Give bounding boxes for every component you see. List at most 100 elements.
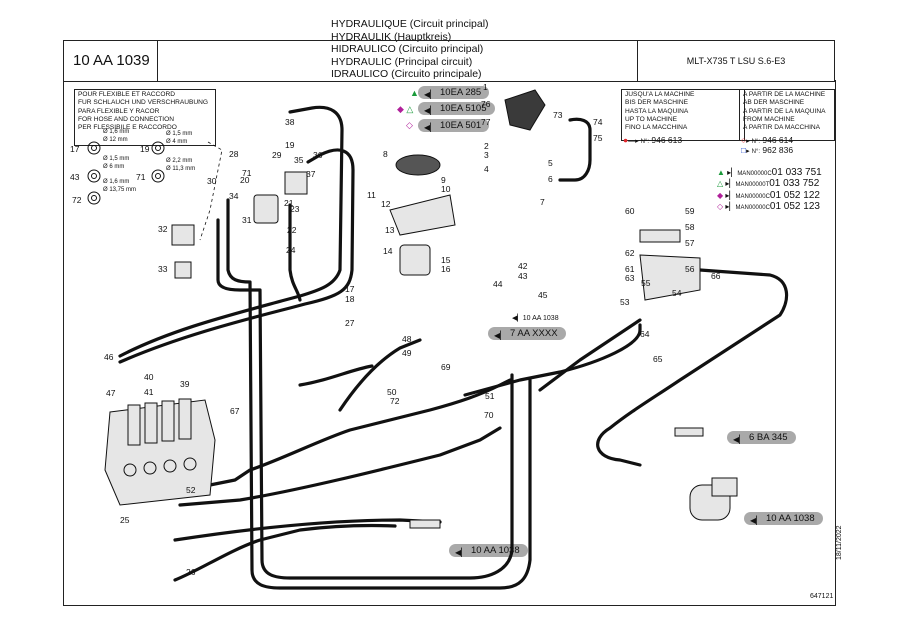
part-number: 14 — [383, 246, 393, 256]
part-number: 30 — [207, 176, 217, 186]
control-valve-block — [104, 399, 216, 506]
ref-pill-10aa1038-bottom[interactable]: ◀▏10 AA 1038 — [449, 544, 528, 557]
magenta-diamond-outline-icon: ◇ — [406, 120, 413, 130]
hose-line — [178, 426, 502, 507]
ref-small-label: 10 AA 1038 — [522, 315, 559, 322]
valve-section — [144, 402, 158, 444]
hose-note-line: FOR HOSE AND CONNECTION — [78, 115, 174, 123]
accumulator-top — [711, 477, 738, 497]
part-number: 67 — [230, 406, 240, 416]
part-callouts: 1 2 3 4 5 6 7 8 9 10 11 12 13 14 15 16 1… — [104, 82, 721, 577]
drawing-reference: 10 AA 1039 — [63, 40, 158, 82]
until-note-line: BIS DER MASCHINE — [625, 99, 689, 107]
hose-line — [118, 105, 344, 358]
hose-line — [538, 318, 642, 392]
green-triangle-icon: ▲ — [717, 168, 725, 177]
serial-value: 946 614 — [762, 135, 794, 145]
title-fr: HYDRAULIQUE (Circuit principal) — [331, 18, 489, 30]
part-number: 29 — [272, 150, 282, 160]
dashed-leader — [199, 141, 223, 241]
ref-pill-7aaxxxx[interactable]: ◀▏7 AA XXXX — [488, 327, 566, 340]
part-number: 18 — [345, 294, 355, 304]
part-number: 65 — [653, 354, 663, 364]
part-number: 55 — [641, 278, 651, 288]
part-number: 71 — [242, 168, 252, 178]
manual-number: 01 052 123 — [769, 201, 820, 212]
part-number: 23 — [290, 204, 300, 214]
relay-block — [284, 171, 308, 195]
part-number: 63 — [625, 273, 635, 283]
arrow-icon: ◀▏ — [733, 435, 746, 444]
part-number: 73 — [553, 110, 563, 120]
valve-section — [161, 400, 175, 442]
spec-value: Ø 1,6 mm — [103, 129, 129, 135]
ref-pill-10ea501[interactable]: ◀▏10EA 501 — [418, 119, 490, 132]
part-number: 74 — [593, 117, 603, 127]
part-number: 46 — [104, 352, 114, 362]
hose-note-line: PER FLESSIBILE E RACCORDO — [78, 124, 177, 132]
manual-ref: ◆ ▸▏MAN00000C01 052 122 — [717, 190, 820, 201]
part-number: 11 — [367, 190, 376, 200]
part-number: 25 — [120, 515, 130, 525]
ref-pill-label: 10EA 5105 — [440, 103, 487, 114]
from-note-line: A PARTIR DA MACCHINA — [743, 124, 821, 132]
title-es: HIDRAULICO (Circuito principal) — [331, 43, 484, 56]
magenta-diamond-icon: ◆ — [717, 191, 724, 200]
hose-line — [596, 268, 789, 467]
part-number: 16 — [441, 264, 451, 274]
part-number: 42 — [518, 261, 528, 271]
part-number: 26 — [186, 567, 196, 577]
serial-value: 962 836 — [762, 145, 794, 155]
serial-value: 946 613 — [651, 135, 683, 145]
hose-line — [558, 117, 592, 182]
part-number: 8 — [383, 149, 388, 159]
until-note-line: UP TO MACHINE — [625, 115, 678, 123]
valve-section — [178, 398, 192, 440]
part-number: 19 — [285, 140, 295, 150]
arrow-icon: ◀▏ — [424, 106, 437, 115]
arrow-icon: ◀▏ — [750, 516, 763, 525]
hose-fitting-67 — [409, 519, 441, 529]
part-number: 48 — [402, 334, 412, 344]
arrow-icon: ◀▏ — [455, 548, 468, 557]
hose-line — [226, 198, 532, 590]
valve-port — [183, 457, 197, 471]
part-number: 34 — [229, 191, 239, 201]
hose-note: POUR FLEXIBLE ET RACCORD FUR SCHLAUCH UN… — [74, 89, 216, 146]
from-note-line: A PARTIR DE LA MAQUINA — [743, 107, 826, 115]
manual-ref: △ ▸▏MAN00000T01 033 752 — [717, 178, 820, 189]
serial-prefix: N°: — [751, 139, 761, 145]
hose-line — [338, 338, 422, 412]
ref-pill-10ea5105[interactable]: ◀▏10EA 5105 — [418, 102, 495, 115]
solenoid-valve — [399, 244, 431, 276]
part-number: 51 — [485, 391, 495, 401]
manual-number: 01 052 122 — [769, 190, 820, 201]
arrow-icon: ◀▏ — [424, 90, 437, 99]
part-number: 10 — [441, 184, 451, 194]
bracket-57 — [639, 229, 681, 243]
manual-number: 01 033 752 — [769, 178, 820, 189]
part-number: 70 — [484, 410, 494, 420]
manual-number: 01 033 751 — [771, 167, 822, 178]
ref-pill-10aa1038-right[interactable]: ◀▏10 AA 1038 — [744, 512, 823, 525]
joystick-boot — [395, 154, 441, 176]
ref-pill-6ba345[interactable]: ◀▏6 BA 345 — [727, 431, 796, 444]
part-number: 52 — [186, 485, 196, 495]
spec-id: 71 — [136, 172, 146, 182]
part-number: 50 — [387, 387, 397, 397]
hose-line — [298, 364, 374, 387]
part-number: 43 — [518, 271, 528, 281]
serial-from-1: ○▸ N°: 946 614 — [741, 135, 794, 145]
hose-line — [288, 203, 302, 302]
hose-line — [216, 218, 514, 580]
part-number: 40 — [144, 372, 154, 382]
drawing-code: 647121 — [810, 593, 834, 600]
part-number: 44 — [493, 279, 503, 289]
part-number: 2 — [484, 141, 489, 151]
title-it: IDRAULICO (Circuito principale) — [331, 68, 482, 81]
ref-pill-10ea285[interactable]: ◀▏10EA 285 — [418, 86, 490, 99]
from-note-line: A PARTIR DE LA MACHINE — [743, 91, 826, 98]
manual-prefix: MAN00000T — [735, 182, 770, 188]
manual-prefix: MAN00000C — [737, 171, 772, 177]
manual-ref: ◇ ▸▏MAN00000C01 052 123 — [717, 201, 820, 212]
